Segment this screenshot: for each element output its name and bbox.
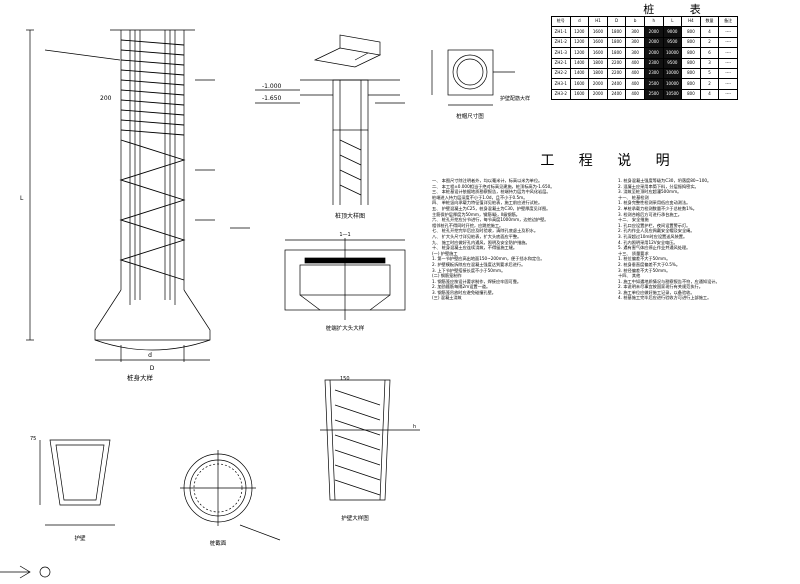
note-line: 十、 桩身混凝土应连续浇筑，不得留施工缝。 xyxy=(432,245,518,251)
note-line: 三、 本桩基设计依据地质勘察报告，桩端持力层为中风化岩层。 xyxy=(432,189,551,195)
note-line: 3. 钢筋笼吊放时应避免碰撞孔壁。 xyxy=(432,289,496,295)
label-pile-top: 桩顶大样图 xyxy=(335,212,365,220)
wall-detail-view xyxy=(39,439,115,526)
note-line: (二) 钢筋笼制作 xyxy=(432,273,462,279)
label-expand-head: 桩端扩大头大样 xyxy=(326,324,365,332)
note-line: 2. 护壁模板拆除应在混凝土强度达到要求后进行。 xyxy=(432,261,526,267)
label-section-2: 护壁大样图 xyxy=(341,514,369,522)
note-line: 一、 本图尺寸除注明者外，均以毫米计，标高以米为单位。 xyxy=(432,178,543,183)
note-line: 3. 孔深超过10m时应设置送风装置。 xyxy=(618,233,688,239)
label-dim-200: 200 xyxy=(100,95,112,102)
note-line: 六、 桩孔开挖应分节进行，每节高度1000mm，边挖边护壁。 xyxy=(432,217,549,223)
label-dim-75: 75 xyxy=(30,436,36,442)
note-line: 2. 孔内作业人员应佩戴安全帽及安全绳。 xyxy=(618,228,695,234)
note-line: 十三、 质量要求 xyxy=(618,250,649,256)
circle-section-view xyxy=(180,450,281,541)
label-elev-2: -1.000 xyxy=(262,83,282,90)
cap-isometric xyxy=(313,34,382,68)
note-line: 八、 扩大头尺寸详见桩表，扩大头底面应平整。 xyxy=(432,233,522,239)
label-dim-h: h xyxy=(413,424,416,430)
note-line: 3. 桩径偏差不大于50mm。 xyxy=(618,267,671,273)
label-plan-top: 桩帽尺寸图 xyxy=(456,112,484,120)
pile-detail-view xyxy=(26,29,215,362)
label-dim-150: 150 xyxy=(340,376,350,382)
label-ring-detail: 护壁配筋大样 xyxy=(500,95,530,102)
expand-head-view xyxy=(284,238,406,320)
pile-top-view xyxy=(255,79,400,205)
notes-title: 工 程 说 明 xyxy=(540,153,680,169)
note-line: 桩端进入持力层深度不小于1.0d，且不小于0.5m。 xyxy=(432,194,528,200)
note-line: 二、 本工程±0.000相当于绝对标高见建施，桩顶标高为-1.650。 xyxy=(432,183,555,189)
note-line: 1. 桩身完整性检测采用低应变动测法。 xyxy=(618,200,691,206)
note-line: 主筋保护层厚度为50mm，钢筋Ⅰ级，Ⅱ级钢筋。 xyxy=(432,211,520,217)
note-line: 2. 本说明未尽事宜按国家现行有关规范执行。 xyxy=(618,284,703,290)
note-line: 2. 加劲箍筋每隔2m设置一道。 xyxy=(432,284,491,290)
label-wall-section: 护壁 xyxy=(74,534,86,542)
note-line: 2. 混凝土应采用串筒下料，分层振捣密实。 xyxy=(618,183,699,189)
note-line: 1. 桩位偏差不大于50mm。 xyxy=(618,256,671,262)
note-line: 3. 施工单位应做好施工记录，以备验收。 xyxy=(618,289,695,295)
note-line: 1. 第一节护壁应高出地面150~200mm，便于挡水和定位。 xyxy=(432,256,545,262)
note-line: 十二、 安全措施 xyxy=(618,217,649,223)
label-cross-section: 桩截面 xyxy=(210,539,227,547)
notes-body: 一、 本图尺寸除注明者外，均以毫米计，标高以米为单位。二、 本工程±0.000相… xyxy=(432,178,796,578)
wall-section-view xyxy=(320,379,420,501)
note-line: 4. 桩基施工完毕后应进行验收方可进行上部施工。 xyxy=(618,295,712,301)
label-dim-D: D xyxy=(150,365,155,372)
note-line: 3. 浇筑至桩顶时应超灌500mm。 xyxy=(618,189,682,195)
note-line: 十一、 桩基检测 xyxy=(618,194,649,200)
note-line: 1. 桩身混凝土强度等级为C30，坍落度80~100。 xyxy=(618,178,712,183)
note-line: 九、 施工时应做好孔内通风，照明及安全防护措施。 xyxy=(432,239,530,245)
note-line: 1. 施工中如遇地质情况与勘察报告不符，应通知设计。 xyxy=(618,278,720,284)
note-line: 相邻桩孔不得同时开挖，应跳挖施工。 xyxy=(432,222,504,228)
note-line: 1. 孔口应设置护栏，夜间设置警示灯。 xyxy=(618,222,691,228)
table-cell: ---- xyxy=(718,88,738,101)
label-elev-1: -1.650 xyxy=(262,95,282,102)
note-line: 七、 桩孔开挖完毕后应及时验收，清除孔底虚土及积水。 xyxy=(432,228,539,234)
note-line: 2. 桩身垂直度偏差不大于0.5%。 xyxy=(618,261,681,267)
note-line: 2. 单桩承载力检测数量不少于总桩数1%。 xyxy=(618,205,697,211)
label-dim-d: d xyxy=(148,352,152,359)
label-section-1: 1—1 xyxy=(339,232,350,238)
table-title: 桩 表 xyxy=(643,3,717,16)
note-line: 3. 检测合格后方可进行承台施工。 xyxy=(618,211,682,217)
note-line: 5. 遇有害气体应停止作业并通风处理。 xyxy=(618,245,691,251)
cap-plan-view xyxy=(431,49,515,106)
note-line: 1. 钢筋笼应按设计要求制作，焊接应牢固可靠。 xyxy=(432,278,522,284)
note-line: (三) 混凝土浇筑 xyxy=(432,295,462,301)
note-line: (一) 护壁施工 xyxy=(432,250,458,256)
note-line: 五、 护壁混凝土为C25，桩身混凝土为C30，护壁厚度见详图。 xyxy=(432,205,551,211)
note-line: 十四、 其他 xyxy=(618,273,641,279)
note-line: 4. 孔内照明采用12V安全电压。 xyxy=(618,239,678,245)
label-pile-detail: 桩身大样 xyxy=(127,373,154,382)
note-line: 3. 上下节护壁搭接长度不小于50mm。 xyxy=(432,267,506,273)
label-dim-L: L xyxy=(20,195,24,202)
note-line: 四、 单桩竖向承载力特征值详见桩表，施工前应进行试桩。 xyxy=(432,200,543,206)
